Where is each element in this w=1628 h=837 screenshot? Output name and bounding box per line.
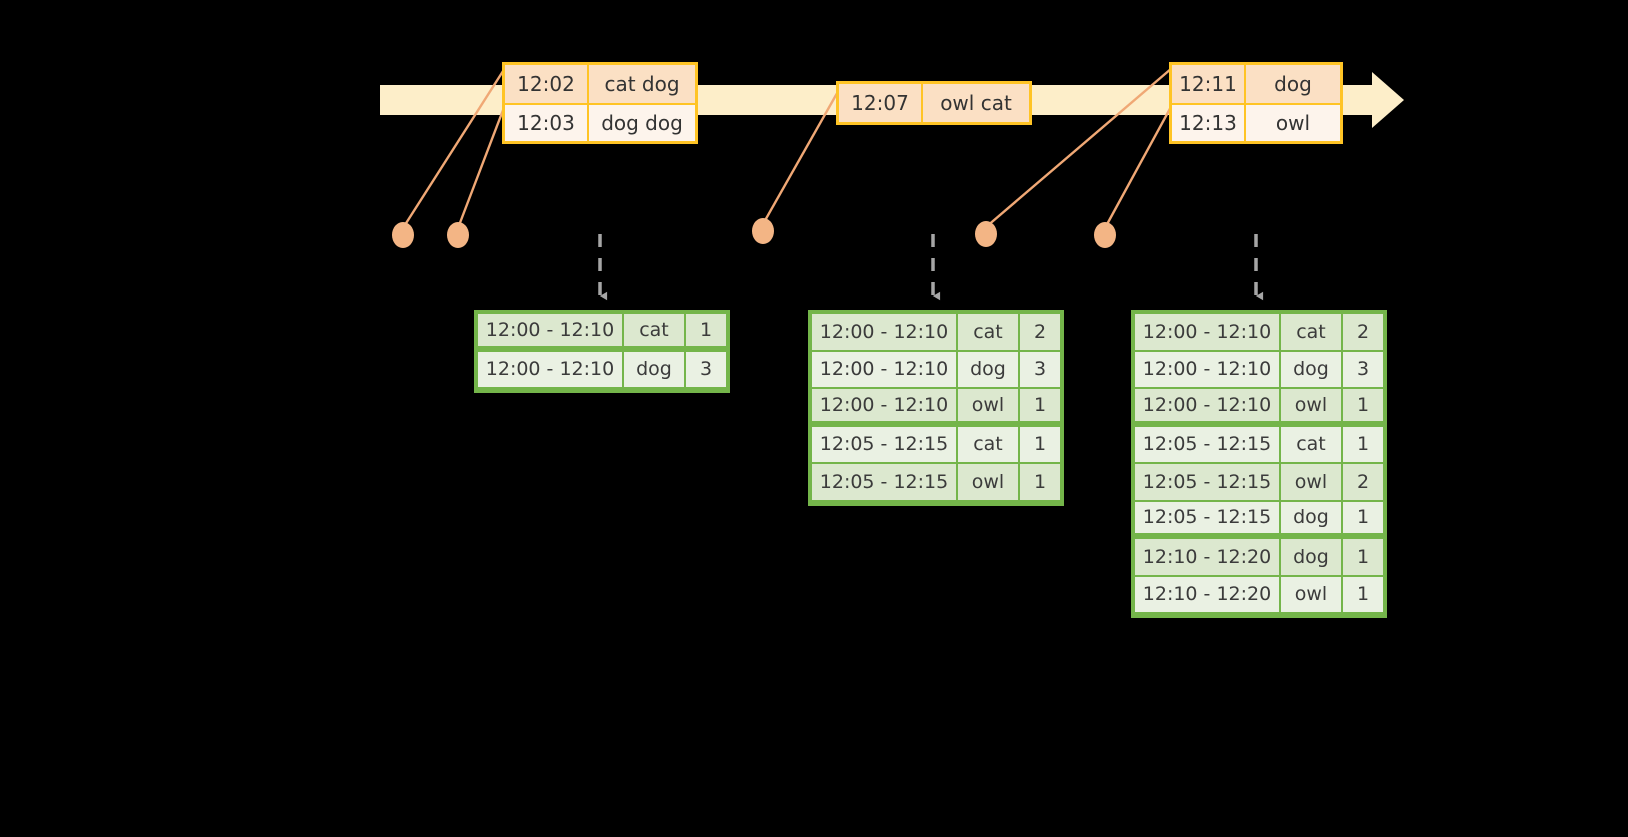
cell-window: 12:00 - 12:10 bbox=[812, 389, 958, 423]
cell-count: 1 bbox=[1343, 501, 1383, 535]
cell-count: 1 bbox=[1020, 426, 1060, 464]
cell-word: dog bbox=[1281, 501, 1343, 535]
cell-count: 2 bbox=[1343, 464, 1383, 502]
event-time: 12:11 bbox=[1172, 65, 1246, 103]
cell-window: 12:10 - 12:20 bbox=[1135, 539, 1281, 577]
wire-5 bbox=[1103, 104, 1174, 229]
event-words: owl cat bbox=[923, 84, 1029, 122]
cell-count: 1 bbox=[1020, 464, 1060, 502]
cell-count: 1 bbox=[1343, 426, 1383, 464]
cell-count: 2 bbox=[1343, 314, 1383, 352]
cell-window: 12:05 - 12:15 bbox=[1135, 501, 1281, 535]
cell-count: 1 bbox=[1343, 539, 1383, 577]
cell-word: cat bbox=[624, 314, 686, 348]
cell-word: cat bbox=[958, 426, 1020, 464]
cell-window: 12:00 - 12:10 bbox=[478, 314, 624, 348]
cell-window: 12:00 - 12:10 bbox=[812, 351, 958, 389]
event-dot-5 bbox=[1094, 222, 1116, 248]
event-group-a[interactable]: 12:02 cat dog 12:03 dog dog bbox=[502, 62, 698, 144]
cell-window: 12:00 - 12:10 bbox=[1135, 389, 1281, 423]
cell-count: 1 bbox=[1343, 576, 1383, 614]
event-dot-4 bbox=[975, 221, 997, 247]
event-row[interactable]: 12:11 dog bbox=[1172, 65, 1340, 103]
cell-word: dog bbox=[1281, 539, 1343, 577]
cell-word: cat bbox=[1281, 426, 1343, 464]
event-time: 12:03 bbox=[505, 105, 589, 141]
cell-window: 12:05 - 12:15 bbox=[812, 426, 958, 464]
cell-word: owl bbox=[958, 389, 1020, 423]
wire-2 bbox=[456, 104, 507, 229]
cell-window: 12:00 - 12:10 bbox=[478, 351, 624, 389]
cell-window: 12:00 - 12:10 bbox=[1135, 351, 1281, 389]
cell-window: 12:05 - 12:15 bbox=[1135, 464, 1281, 502]
event-time: 12:13 bbox=[1172, 105, 1246, 141]
flow-arrow-group bbox=[598, 234, 1264, 301]
cell-count: 1 bbox=[686, 314, 726, 348]
event-words: dog bbox=[1246, 65, 1340, 103]
cell-word: owl bbox=[1281, 389, 1343, 423]
cell-count: 3 bbox=[686, 351, 726, 389]
event-dot-1 bbox=[392, 222, 414, 248]
cell-word: dog bbox=[958, 351, 1020, 389]
event-words: cat dog bbox=[589, 65, 695, 103]
event-dot-3 bbox=[752, 218, 774, 244]
cell-word: cat bbox=[1281, 314, 1343, 352]
cell-window: 12:05 - 12:15 bbox=[1135, 426, 1281, 464]
cell-word: owl bbox=[1281, 576, 1343, 614]
cell-count: 3 bbox=[1343, 351, 1383, 389]
event-words: owl bbox=[1246, 105, 1340, 141]
cell-count: 1 bbox=[1020, 389, 1060, 423]
event-group-b[interactable]: 12:07 owl cat bbox=[836, 81, 1032, 125]
timeline-arrowhead-icon bbox=[1372, 72, 1404, 128]
event-dot-2 bbox=[447, 222, 469, 248]
event-group-c[interactable]: 12:11 dog 12:13 owl bbox=[1169, 62, 1343, 144]
event-row[interactable]: 12:03 dog dog bbox=[505, 103, 695, 141]
event-time: 12:02 bbox=[505, 65, 589, 103]
cell-word: owl bbox=[958, 464, 1020, 502]
cell-window: 12:05 - 12:15 bbox=[812, 464, 958, 502]
event-row[interactable]: 12:02 cat dog bbox=[505, 65, 695, 103]
cell-window: 12:00 - 12:10 bbox=[812, 314, 958, 352]
event-row[interactable]: 12:13 owl bbox=[1172, 103, 1340, 141]
cell-word: owl bbox=[1281, 464, 1343, 502]
cell-window: 12:10 - 12:20 bbox=[1135, 576, 1281, 614]
cell-count: 1 bbox=[1343, 389, 1383, 423]
event-words: dog dog bbox=[589, 105, 695, 141]
event-row[interactable]: 12:07 owl cat bbox=[839, 84, 1029, 122]
cell-count: 3 bbox=[1020, 351, 1060, 389]
cell-word: dog bbox=[1281, 351, 1343, 389]
cell-word: cat bbox=[958, 314, 1020, 352]
cell-count: 2 bbox=[1020, 314, 1060, 352]
cell-word: dog bbox=[624, 351, 686, 389]
event-time: 12:07 bbox=[839, 84, 923, 122]
cell-window: 12:00 - 12:10 bbox=[1135, 314, 1281, 352]
